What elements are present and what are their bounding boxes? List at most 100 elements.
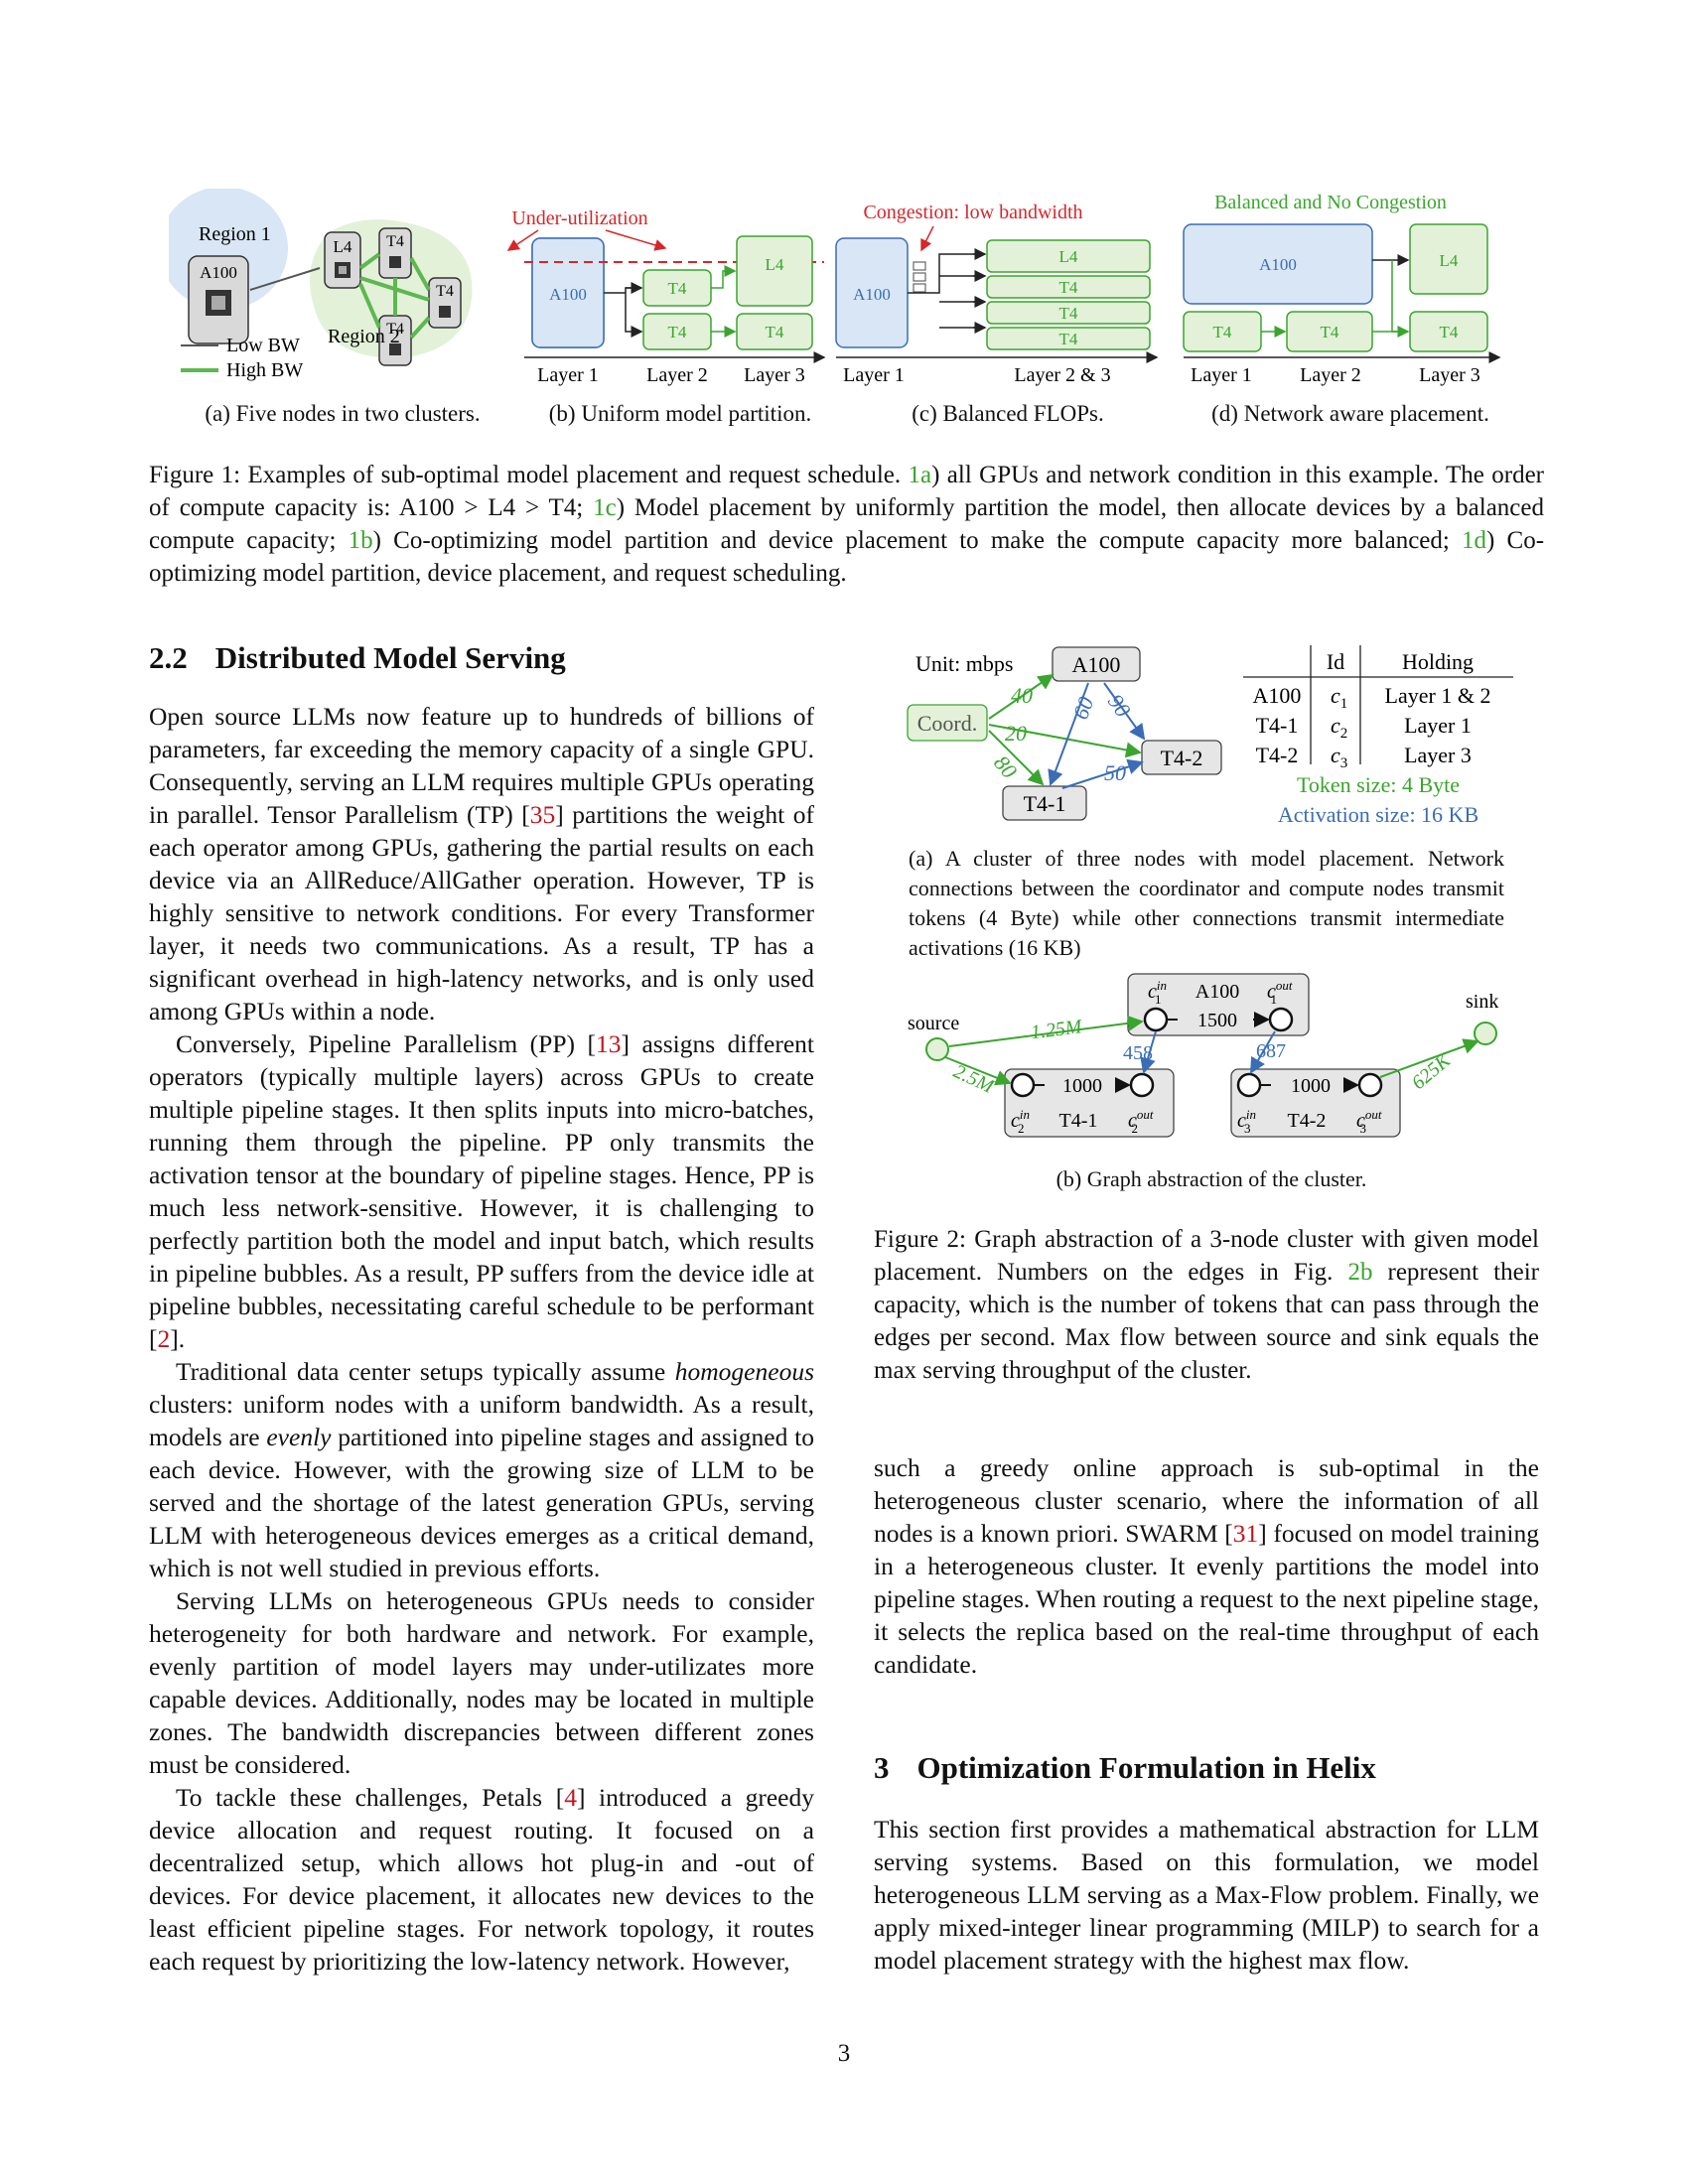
figure-2-caption: Figure 2: Graph abstraction of a 3-node … [874,1226,1539,1384]
figure-ref-1c[interactable]: 1c [593,494,617,521]
t4-node-label: T4 [386,321,404,338]
placement-table: Id Holding A100 c1 Layer 1 & 2 T4-1 c2 L… [1243,645,1513,771]
t4-block-label: T4 [766,323,784,341]
low-bw-legend-label: Low BW [226,335,300,356]
a100-block-label: A100 [549,285,587,304]
balanced-label: Balanced and No Congestion [1214,192,1447,213]
high-bw-legend-label: High BW [226,359,303,381]
section-3-body: This section first provides a mathematic… [874,1813,1539,1977]
sink-node [1474,1022,1497,1045]
t4-block-label: T4 [1059,330,1078,348]
table-cell: T4-2 [1256,743,1299,767]
source-node [925,1037,949,1061]
paragraph: Open source LLMs now feature up to hundr… [149,702,814,1025]
paragraph: Serving LLMs on heterogeneous GPUs needs… [149,1586,814,1779]
edge-label: 687 [1256,1040,1286,1062]
edge-label: 90 [1103,690,1136,722]
figure-ref-1d[interactable]: 1d [1462,527,1487,554]
a100-node-label: A100 [1072,652,1121,677]
capacity-label: 1000 [1291,1075,1331,1097]
page-number: 3 [837,2040,851,2067]
congestion-label: Congestion: low bandwidth [863,202,1082,223]
layer-label: Layer 3 [1419,364,1480,386]
layer-label: Layer 2 [646,364,708,386]
citation-2[interactable]: 2 [157,1324,171,1353]
gpu-chip-icon [335,262,351,278]
edge-label: 20 [1005,721,1027,746]
table-cell: Layer 3 [1404,743,1472,767]
l4-block-label: L4 [766,255,784,274]
token-size-label: Token size: 4 Byte [1297,772,1460,797]
activation-size-label: Activation size: 16 KB [1278,802,1478,827]
gpu-chip-icon [389,256,401,268]
table-cell: A100 [1253,683,1302,708]
gpu-chip-icon [439,306,451,318]
table-cell: c2 [1331,713,1347,742]
t4-1-flow-label: T4-1 [1059,1110,1098,1132]
t4-node-label: T4 [436,283,454,300]
layer-label: Layer 1 [537,364,599,386]
figure-1c-caption: (c) Balanced FLOPs. [912,401,1104,426]
figure-ref-2b[interactable]: 2b [1347,1259,1373,1286]
a100-block-label: A100 [1259,255,1297,274]
under-utilization-label: Under-utilization [511,207,647,229]
figure-1a: Region 1 A100 L4 T4 T4 T4 Region 2 Low B… [169,189,473,381]
source-label: source [908,1013,959,1034]
gpu-chip-icon [206,290,231,316]
paragraph: To tackle these challenges, Petals [4] i… [149,1783,814,1976]
a100-block [1183,223,1373,305]
l4-node-label: L4 [334,237,352,256]
edge-label: 458 [1123,1042,1153,1064]
edge-label: 80 [989,751,1022,783]
t4-block-label: T4 [1213,323,1232,341]
figure-1d: Balanced and No Congestion A100 T4 T4 L4… [1183,192,1501,386]
citation-35[interactable]: 35 [529,800,556,829]
capacity-label: 1000 [1062,1075,1102,1097]
t4-1-node-label: T4-1 [1024,791,1066,816]
coordinator-label: Coord. [917,711,978,736]
citation-4[interactable]: 4 [564,1783,577,1812]
figure-2a-caption: (a) A cluster of three nodes with model … [909,846,1504,960]
capacity-label: 1500 [1197,1010,1237,1031]
table-header: Holding [1402,649,1474,674]
right-column-body: such a greedy online approach is sub-opt… [874,1451,1539,1681]
t4-block-label: T4 [668,279,687,298]
t4-2-flow-label: T4-2 [1288,1110,1327,1132]
layer-label: Layer 1 [1191,364,1252,386]
edge-label: 40 [1011,683,1033,708]
figure-2b-caption: (b) Graph abstraction of the cluster. [1055,1166,1367,1191]
table-header: Id [1327,649,1344,674]
citation-13[interactable]: 13 [596,1029,622,1058]
sink-label: sink [1466,991,1498,1013]
edge-label: 1.25M [1030,1016,1084,1043]
t4-node [428,277,462,329]
section-2-2-body: Open source LLMs now feature up to hundr… [149,700,814,1978]
figure-ref-1a[interactable]: 1a [908,462,932,488]
t4-block-label: T4 [1321,323,1339,341]
table-cell: T4-1 [1256,713,1299,738]
t4-block-label: T4 [1059,304,1078,323]
t4-1-node [1002,785,1087,821]
network-switch-icon [913,261,926,293]
l4-node [324,231,361,289]
layer-label: Layer 1 [843,364,905,386]
gpu-chip-icon [389,343,401,355]
figure-1b-caption: (b) Uniform model partition. [548,401,812,426]
figure-1c: Congestion: low bandwidth A100 L4 T4 T4 … [835,202,1159,386]
l4-block-label: L4 [1440,251,1459,270]
t4-node-label: T4 [386,233,404,250]
layer-label: Layer 2 & 3 [1014,364,1110,386]
a100-node [1052,646,1141,682]
figure-ref-1b[interactable]: 1b [348,527,373,554]
table-cell: c3 [1331,743,1347,771]
citation-31[interactable]: 31 [1232,1519,1259,1548]
